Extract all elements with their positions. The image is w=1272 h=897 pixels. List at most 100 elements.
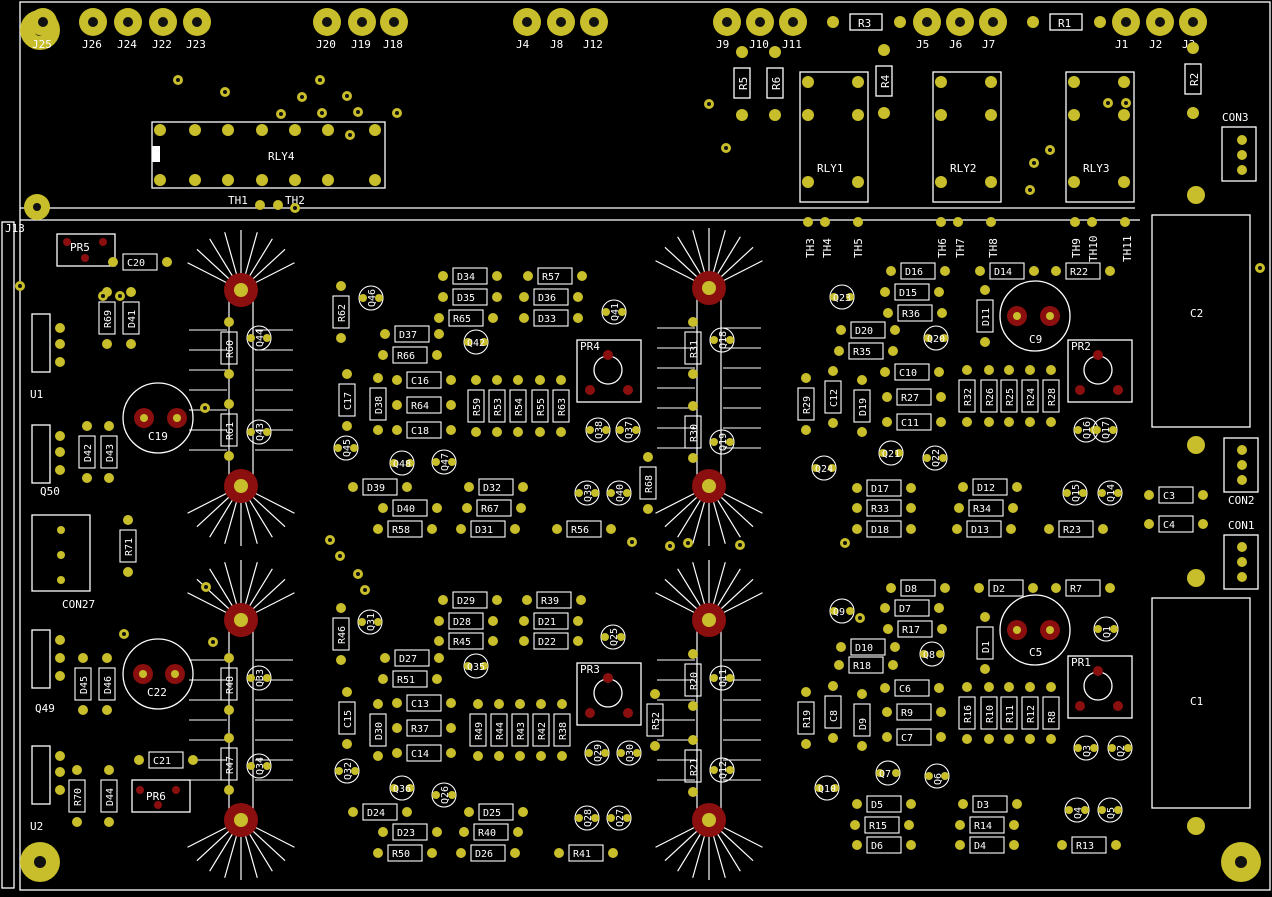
component-label: D36: [538, 293, 556, 304]
component-r47: R47: [220, 733, 238, 795]
component-label: R50: [392, 849, 410, 860]
component-label: C6: [899, 684, 911, 695]
component-d43: D43: [100, 421, 118, 483]
component-c3: C3: [1144, 486, 1208, 504]
connector-label: J26: [82, 38, 102, 51]
component-r49: R49: [469, 699, 487, 761]
component-label: D12: [977, 483, 995, 494]
component-label: Q22: [931, 449, 942, 467]
connector-label: J11: [782, 38, 802, 51]
connector-j6: J6: [946, 8, 974, 51]
component-c21: C21: [134, 751, 198, 769]
component-c10: C10: [880, 363, 944, 381]
component-d6: D6: [852, 836, 916, 854]
component-r63: R63: [552, 375, 570, 437]
component-label: C16: [411, 376, 429, 387]
component-r9: R9: [882, 703, 946, 721]
component-label: D23: [397, 828, 415, 839]
q50-label: Q50: [40, 485, 60, 498]
component-q12: Q12: [709, 757, 735, 783]
resistor-r1: R1: [1027, 13, 1106, 31]
component-label: D29: [457, 596, 475, 607]
component-r52: R52: [646, 689, 664, 751]
component-d10: D10: [836, 638, 900, 656]
component-label: R10: [985, 705, 996, 723]
component-q27: Q27: [606, 805, 632, 831]
component-label: D34: [457, 272, 475, 283]
component-label: Q45: [342, 439, 353, 457]
component-label: Q44: [255, 329, 266, 347]
component-q40: Q40: [606, 480, 632, 506]
via: [119, 629, 129, 639]
component-c15: C15: [338, 687, 356, 749]
component-label: D8: [905, 584, 917, 595]
svg-text:TH9: TH9: [1070, 238, 1083, 258]
component-d13: D13: [952, 520, 1016, 538]
component-r68: R68: [639, 452, 657, 514]
component-r51: R51: [378, 670, 442, 688]
component-d27: D27: [380, 649, 444, 667]
component-q43: Q43: [246, 419, 272, 445]
svg-text:C1: C1: [1190, 695, 1203, 708]
component-q19: Q19: [709, 429, 735, 455]
component-label: R68: [644, 475, 655, 493]
via: [315, 75, 325, 85]
component-label: Q27: [615, 809, 626, 827]
component-q44: Q44: [246, 325, 272, 351]
con1-label: CON1: [1228, 519, 1255, 532]
component-d28: D28: [434, 612, 498, 630]
resistor-r2: R2: [1184, 42, 1202, 119]
component-label: D7: [899, 604, 911, 615]
component-label: D14: [994, 267, 1012, 278]
component-r31: R31: [684, 317, 702, 379]
component-label: Q30: [625, 744, 636, 762]
connector-label: J4: [516, 38, 530, 51]
connector-label: J23: [186, 38, 206, 51]
svg-text:TH6: TH6: [936, 238, 949, 258]
component-label: Q28: [583, 809, 594, 827]
capacitor-c9: C9: [999, 280, 1071, 352]
component-label: Q24: [815, 464, 833, 475]
component-label: D10: [855, 643, 873, 654]
component-r14: R14: [955, 816, 1019, 834]
component-label: Q29: [593, 744, 604, 762]
component-q28: Q28: [574, 805, 600, 831]
component-d19: D19: [853, 375, 871, 437]
component-q22: Q22: [922, 445, 948, 471]
preset-pr6: PR6: [131, 779, 191, 813]
j13-label: J13: [5, 222, 25, 235]
component-r18: R18: [834, 656, 898, 674]
component-d18: D18: [852, 520, 916, 538]
component-label: Q8: [923, 650, 935, 661]
component-d41: D41: [122, 287, 140, 349]
component-d5: D5: [852, 795, 916, 813]
board-edge-left: [1, 221, 15, 889]
component-d23: D23: [378, 823, 442, 841]
svg-text:C9: C9: [1029, 333, 1042, 346]
svg-text:TH7: TH7: [954, 238, 967, 258]
component-d46: D46: [98, 653, 116, 715]
component-label: D28: [453, 617, 471, 628]
via: [200, 403, 210, 413]
component-r32: R32: [958, 365, 976, 427]
component-label: R28: [1047, 388, 1058, 406]
regulator-u2: [31, 745, 65, 805]
via: [335, 551, 345, 561]
heatsink: [655, 560, 763, 880]
component-label: Q40: [615, 484, 626, 502]
r1-label: R1: [1058, 17, 1071, 30]
via: [115, 291, 125, 301]
component-label: R29: [802, 396, 813, 414]
heatsink: [187, 230, 295, 546]
connector-label: J9: [716, 38, 729, 51]
component-label: R14: [974, 821, 992, 832]
component-label: Q4: [1073, 807, 1084, 819]
component-label: R18: [853, 661, 871, 672]
component-label: Q20: [927, 334, 945, 345]
component-label: R12: [1026, 705, 1037, 723]
component-label: R9: [901, 708, 913, 719]
relay-rly4: RLY4: [151, 121, 386, 189]
component-d34: D34: [438, 267, 502, 285]
component-q35: Q35: [463, 653, 489, 679]
